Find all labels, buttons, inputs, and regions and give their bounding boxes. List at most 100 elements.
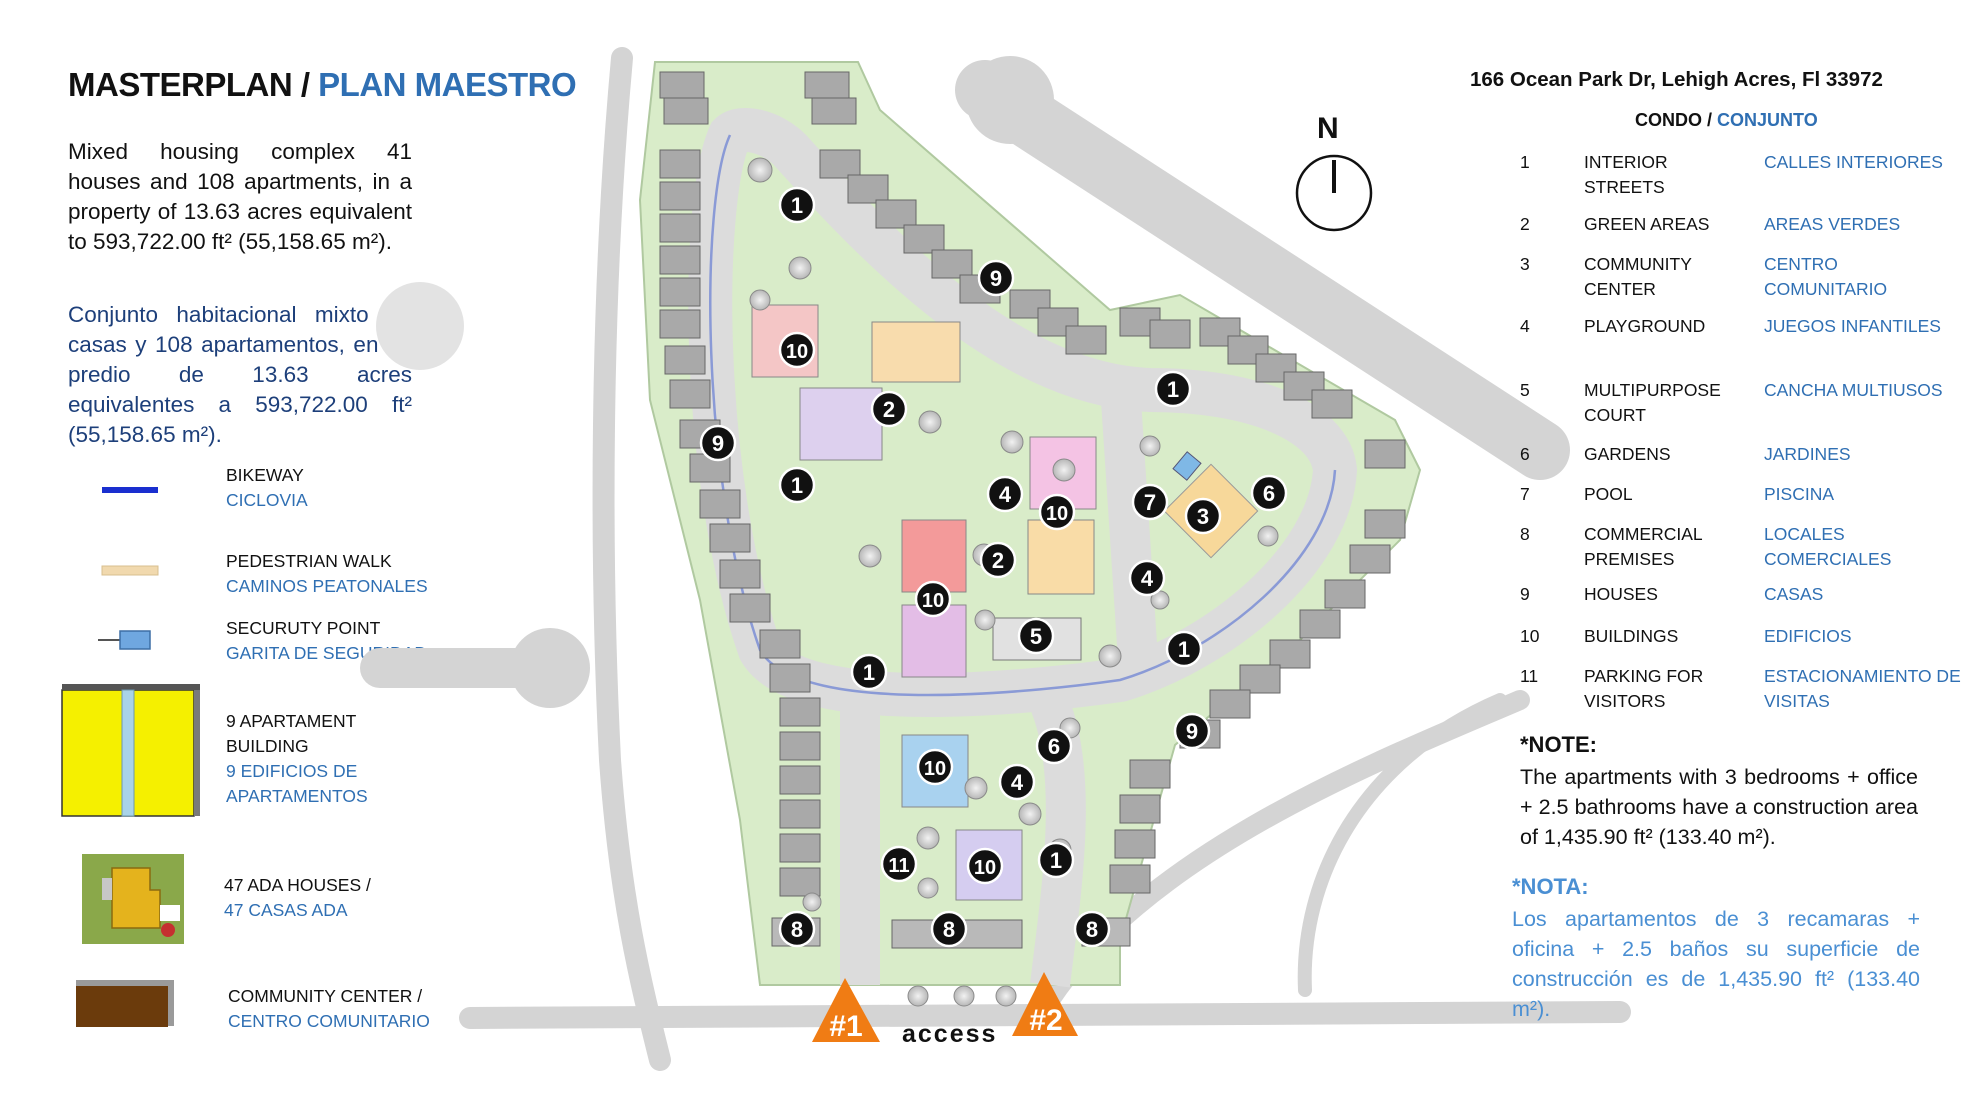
map-marker-1: 1 — [778, 466, 816, 504]
map-marker-8: 8 — [1073, 910, 1111, 948]
key-number: 7 — [1520, 484, 1530, 504]
map-marker-8: 8 — [930, 910, 968, 948]
legend-bikeway: BIKEWAY CICLOVIA — [226, 463, 308, 513]
map-marker-circle — [778, 910, 816, 948]
map-marker-text: 1 — [791, 473, 803, 498]
map-marker-circle — [930, 910, 968, 948]
map-marker-9: 9 — [977, 259, 1015, 297]
map-marker-text: 4 — [1141, 566, 1154, 591]
key-label-en: COMMUNITY CENTER — [1584, 254, 1692, 299]
key-label-en: BUILDINGS — [1584, 626, 1679, 646]
map-marker-10: 10 — [966, 847, 1004, 885]
key-number: 11 — [1520, 666, 1539, 686]
map-marker-text: 9 — [712, 431, 724, 456]
map-marker-circle — [979, 541, 1017, 579]
map-marker-circle — [699, 424, 737, 462]
map-marker-text: 4 — [1011, 770, 1024, 795]
legend-ada-es: 47 CASAS ADA — [224, 900, 348, 920]
map-marker-circle — [1038, 493, 1076, 531]
map-marker-1: 1 — [778, 186, 816, 224]
map-marker-text: 1 — [1167, 377, 1179, 402]
map-marker-circle — [998, 763, 1036, 801]
key-number: 6 — [1520, 444, 1530, 464]
gate-2-label: #2 — [1029, 1004, 1062, 1037]
map-marker-1: 1 — [1037, 841, 1075, 879]
legend-community: COMMUNITY CENTER / CENTRO COMUNITARIO — [228, 984, 430, 1034]
nota-body: Los apartamentos de 3 recamaras + oficin… — [1512, 907, 1920, 1021]
security-swatch — [98, 630, 151, 650]
map-marker-circle — [1250, 474, 1288, 512]
key-label-es: CASAS — [1764, 584, 1824, 604]
map-marker-6: 6 — [1250, 474, 1288, 512]
pool — [1172, 451, 1202, 481]
map-marker-11: 11 — [880, 845, 918, 883]
map-marker-text: 9 — [990, 266, 1002, 291]
legend-ada: 47 ADA HOUSES / 47 CASAS ADA — [224, 873, 371, 923]
map-marker-circle — [778, 186, 816, 224]
key-label-en: INTERIOR STREETS — [1584, 152, 1668, 197]
map-marker-text: 3 — [1197, 504, 1209, 529]
legend-building-es: 9 EDIFICIOS DE APARTAMENTOS — [226, 761, 368, 806]
condo-header-en: CONDO / — [1635, 110, 1713, 130]
legend-community-es: CENTRO COMUNITARIO — [228, 1011, 430, 1031]
map-marker-2: 2 — [979, 541, 1017, 579]
map-marker-circle — [1073, 910, 1111, 948]
map-marker-text: 7 — [1144, 490, 1156, 515]
key-number: 2 — [1520, 214, 1530, 234]
key-label-es: CALLES INTERIORES — [1764, 152, 1943, 172]
walk-swatch — [101, 565, 159, 576]
legend-bikeway-es: CICLOVIA — [226, 490, 308, 510]
description-es: Conjunto habitacional mixto 41 casas y 1… — [68, 302, 412, 447]
map-marker-text: 4 — [999, 482, 1012, 507]
key-label-en: POOL — [1584, 484, 1633, 504]
bikeway-swatch — [102, 487, 158, 493]
map-marker-6: 6 — [1035, 727, 1073, 765]
map-marker-1: 1 — [850, 653, 888, 691]
map-marker-text: 2 — [992, 548, 1004, 573]
cul-de-sac-left — [376, 282, 464, 370]
map-marker-text: 9 — [1186, 719, 1198, 744]
map-marker-text: 6 — [1263, 481, 1275, 506]
building-swatch — [61, 684, 200, 817]
title-es: PLAN MAESTRO — [318, 66, 577, 103]
page-title: MASTERPLAN / PLAN MAESTRO — [68, 66, 577, 104]
map-marker-text: 1 — [791, 193, 803, 218]
map-marker-text: 1 — [863, 660, 875, 685]
key-label-en: COMMERCIAL PREMISES — [1584, 524, 1702, 569]
key-number: 9 — [1520, 584, 1530, 604]
map-marker-3: 3 — [1184, 497, 1222, 535]
key-number: 4 — [1520, 316, 1530, 336]
nota-title: *NOTA: — [1512, 874, 1589, 899]
map-marker-10: 10 — [916, 748, 954, 786]
map-marker-9: 9 — [699, 424, 737, 462]
address: 166 Ocean Park Dr, Lehigh Acres, Fl 3397… — [1470, 68, 1883, 91]
map-marker-text: 11 — [888, 855, 909, 877]
map-marker-2: 2 — [870, 390, 908, 428]
map-marker-text: 1 — [1178, 637, 1190, 662]
condo-header-es: CONJUNTO — [1717, 110, 1818, 130]
map-marker-circle — [977, 259, 1015, 297]
map-marker-circle — [1037, 841, 1075, 879]
gate-1-marker — [812, 978, 880, 1042]
legend-bikeway-en: BIKEWAY — [226, 465, 304, 485]
legend-building: 9 APARTAMENT BUILDING 9 EDIFICIOS DE APA… — [226, 709, 406, 809]
map-marker-circle — [916, 748, 954, 786]
map-marker-circle — [1154, 370, 1192, 408]
key-label-es: LOCALES COMERCIALES — [1764, 524, 1892, 569]
map-marker-1: 1 — [1165, 630, 1203, 668]
gate-1-label: #1 — [829, 1010, 862, 1043]
key-number: 8 — [1520, 524, 1530, 544]
legend-walk-es: CAMINOS PEATONALES — [226, 576, 428, 596]
map-marker-circle — [1017, 617, 1055, 655]
map-marker-circle — [914, 580, 952, 618]
map-marker-10: 10 — [914, 580, 952, 618]
cul-de-sac-north — [966, 56, 1054, 144]
key-label-es: JUEGOS INFANTILES — [1764, 316, 1941, 336]
legend-building-en: 9 APARTAMENT BUILDING — [226, 711, 356, 756]
map-marker-circle — [1035, 727, 1073, 765]
map-marker-9: 9 — [1173, 712, 1211, 750]
key-number: 10 — [1520, 626, 1540, 646]
map-marker-text: 1 — [1050, 848, 1062, 873]
map-marker-text: 5 — [1030, 624, 1042, 649]
